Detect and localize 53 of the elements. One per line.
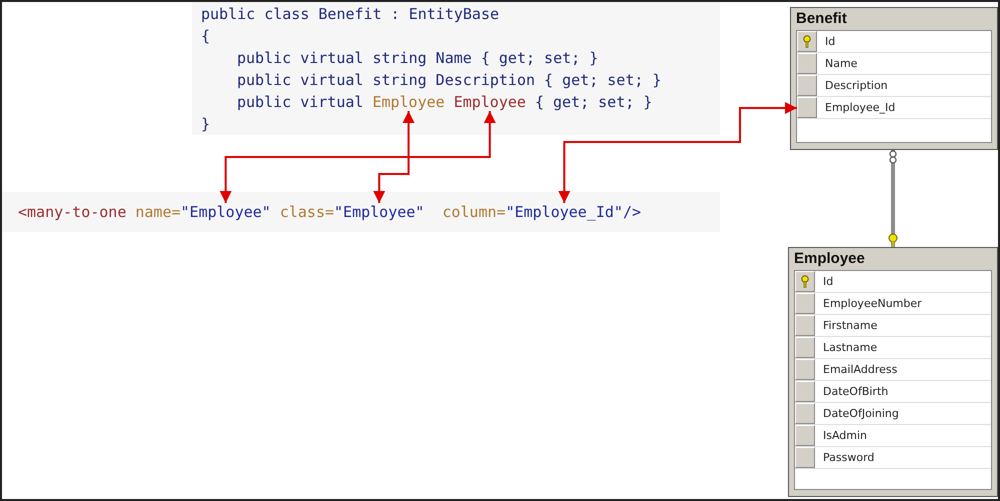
column-name: DateOfBirth xyxy=(822,384,888,400)
code-text: <many-to-one xyxy=(18,203,126,221)
column-name: Name xyxy=(824,56,858,72)
column-name: Description xyxy=(824,78,888,94)
code-text: public virtual string Name { get; set; } xyxy=(237,49,598,67)
table-row xyxy=(795,381,991,403)
code-token: "Employee_Id" xyxy=(506,203,623,221)
code-panel xyxy=(2,192,720,232)
column-name: Id xyxy=(824,34,836,50)
table-row xyxy=(795,359,991,381)
database-table xyxy=(790,7,998,150)
column-name: DateOfJoining xyxy=(822,406,899,422)
code-token: Employee xyxy=(372,93,445,111)
table-row xyxy=(795,425,991,447)
database-table xyxy=(788,247,998,497)
table-row xyxy=(795,271,991,293)
table-row xyxy=(795,293,991,315)
table-row xyxy=(797,31,991,53)
code-text: column= xyxy=(442,203,506,221)
code-panel xyxy=(192,2,720,135)
code-text: name= xyxy=(135,203,181,221)
code-token: Employee xyxy=(454,93,526,111)
code-text: { get; set; } xyxy=(534,93,652,111)
table-row xyxy=(797,75,991,97)
code-token: "Employee" xyxy=(180,203,271,221)
table-title: Employee xyxy=(794,249,866,269)
column-name: EmailAddress xyxy=(822,362,898,378)
column-name: Id xyxy=(822,274,834,290)
column-name: Employee_Id xyxy=(824,100,896,116)
code-text: { xyxy=(201,27,210,45)
code-text: public class Benefit : EntityBase xyxy=(201,5,500,23)
table-row xyxy=(795,447,991,469)
arrow xyxy=(558,102,797,203)
column-name: Firstname xyxy=(822,318,878,334)
column-name: EmployeeNumber xyxy=(822,296,922,312)
arrow xyxy=(373,111,415,203)
table-title: Benefit xyxy=(796,9,848,29)
column-name: Password xyxy=(822,450,874,466)
table-row xyxy=(795,337,991,359)
arrow xyxy=(220,111,496,203)
table-row xyxy=(797,97,991,119)
code-text: public virtual xyxy=(237,93,364,111)
code-text: /> xyxy=(622,203,642,221)
table-row xyxy=(795,315,991,337)
relationship-line xyxy=(888,150,898,248)
code-text: } xyxy=(201,115,210,133)
code-token: "Employee" xyxy=(334,203,424,221)
column-name: IsAdmin xyxy=(822,428,868,444)
column-name: Lastname xyxy=(822,340,878,356)
table-row xyxy=(797,53,991,75)
code-text: public virtual string Description { get; set; } xyxy=(237,71,662,89)
code-text: class= xyxy=(280,203,334,221)
table-row xyxy=(795,403,991,425)
